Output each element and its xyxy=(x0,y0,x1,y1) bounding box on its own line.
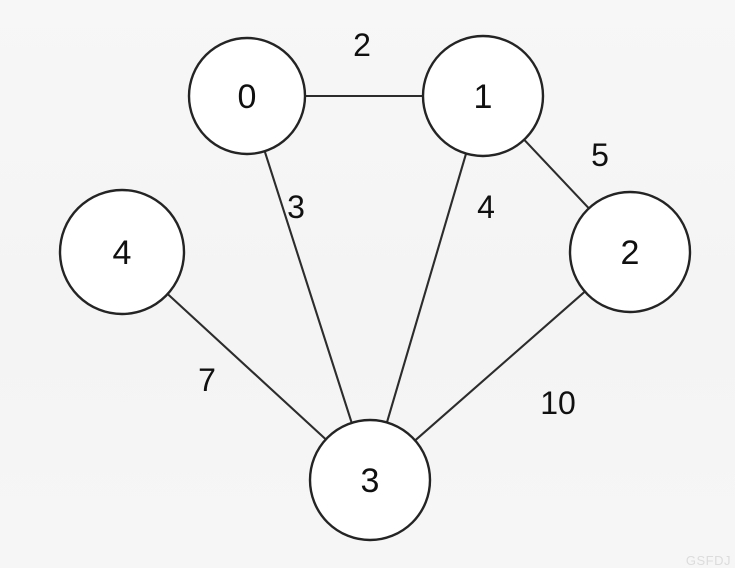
graph-node-4[interactable]: 4 xyxy=(58,188,186,316)
graph-edge-1-2 xyxy=(523,138,590,210)
node-label-0: 0 xyxy=(238,78,257,116)
graph-node-3[interactable]: 3 xyxy=(308,418,432,542)
edge-weight-0-3: 3 xyxy=(287,189,305,225)
watermark-text: GSFDJ xyxy=(685,553,731,568)
node-label-1: 1 xyxy=(474,78,493,116)
graph-edge-1-3 xyxy=(385,152,468,424)
node-circle-2[interactable] xyxy=(568,190,692,314)
graph-edge-0-3 xyxy=(263,150,353,424)
node-circle-4[interactable] xyxy=(58,188,186,316)
node-label-2: 2 xyxy=(621,234,640,272)
graph-node-2[interactable]: 2 xyxy=(568,190,692,314)
edge-weight-1-2: 5 xyxy=(591,137,609,173)
node-label-4: 4 xyxy=(113,234,132,272)
node-label-3: 3 xyxy=(361,462,380,500)
graph-node-0[interactable]: 0 xyxy=(187,36,307,156)
node-circle-0[interactable] xyxy=(187,36,307,156)
nodes-group: 0 1 2 3 4 xyxy=(58,34,692,542)
node-circle-1[interactable] xyxy=(421,34,545,158)
edge-weight-1-3: 4 xyxy=(477,189,495,225)
edge-weight-3-4: 7 xyxy=(198,362,216,398)
graph-edge-3-4 xyxy=(166,292,327,441)
edge-weight-0-1: 2 xyxy=(353,27,371,63)
node-circle-3[interactable] xyxy=(308,418,432,542)
graph-edge-2-3 xyxy=(414,290,586,442)
graph-node-1[interactable]: 1 xyxy=(421,34,545,158)
edge-weight-2-3: 10 xyxy=(540,385,576,421)
edges-group xyxy=(166,94,590,442)
